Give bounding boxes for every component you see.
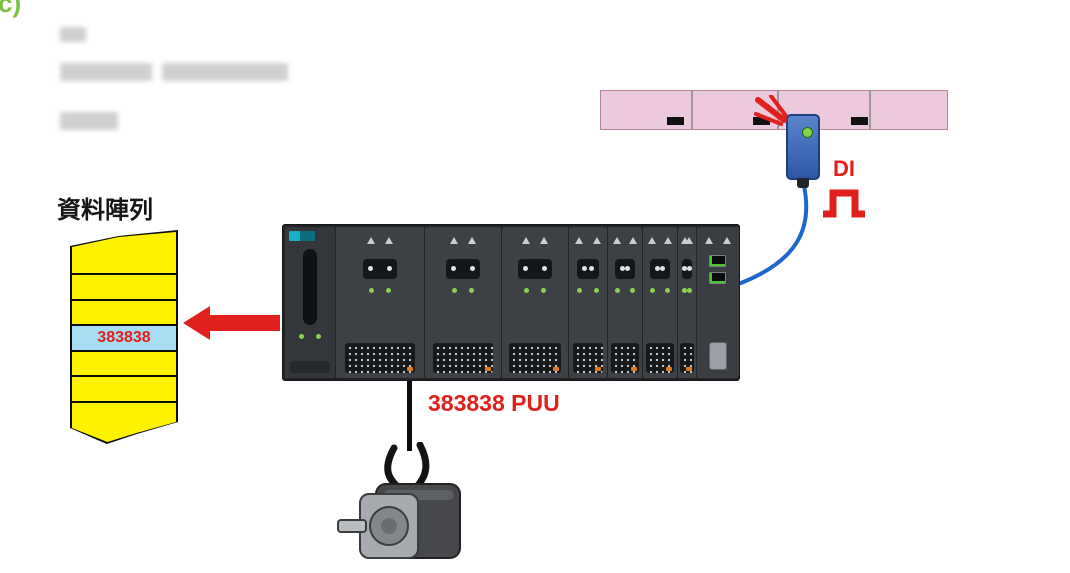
conveyor-divider <box>869 91 871 129</box>
redacted-text-line-3 <box>60 112 118 130</box>
workpiece-mark <box>667 117 684 125</box>
power-module <box>285 227 335 378</box>
redacted-text-line-1 <box>60 27 86 42</box>
network-module <box>697 227 739 378</box>
capture-arrow-icon <box>183 306 210 340</box>
io-module <box>425 227 501 378</box>
data-array-body: 383838 <box>72 232 176 442</box>
array-cell <box>72 301 176 327</box>
workpiece-mark <box>753 117 770 125</box>
array-cell <box>72 403 176 426</box>
data-array-title: 資料陣列 <box>57 197 153 224</box>
detection-flash-icon <box>754 95 788 126</box>
io-module <box>569 227 607 378</box>
array-cell <box>72 352 176 378</box>
io-module <box>502 227 568 378</box>
array-cell <box>72 275 176 301</box>
plc-rack <box>282 224 740 381</box>
array-cell <box>72 377 176 403</box>
io-module <box>336 227 424 378</box>
motor-cable-line <box>407 379 412 451</box>
servo-motor <box>337 442 461 559</box>
di-label: DI <box>833 156 855 181</box>
data-array: 383838 <box>70 230 178 444</box>
io-module <box>608 227 642 378</box>
io-module <box>643 227 677 378</box>
redacted-text-line-2a <box>60 63 152 81</box>
sensor-cable <box>739 184 809 285</box>
array-cell <box>72 250 176 276</box>
pulse-signal-icon <box>823 189 865 218</box>
sensor-connector <box>797 178 809 188</box>
workpiece-mark <box>851 117 868 125</box>
io-module <box>678 227 696 378</box>
conveyor-divider <box>691 91 693 129</box>
redacted-text-line-2b <box>162 63 288 81</box>
conveyor-divider <box>777 91 779 129</box>
puu-value-label: 383838 PUU <box>428 390 560 416</box>
heading-fragment: c) <box>0 0 22 18</box>
data-array-rows: 383838 <box>72 250 176 426</box>
capture-arrow-shaft <box>208 315 280 331</box>
array-highlight-cell: 383838 <box>72 326 176 352</box>
